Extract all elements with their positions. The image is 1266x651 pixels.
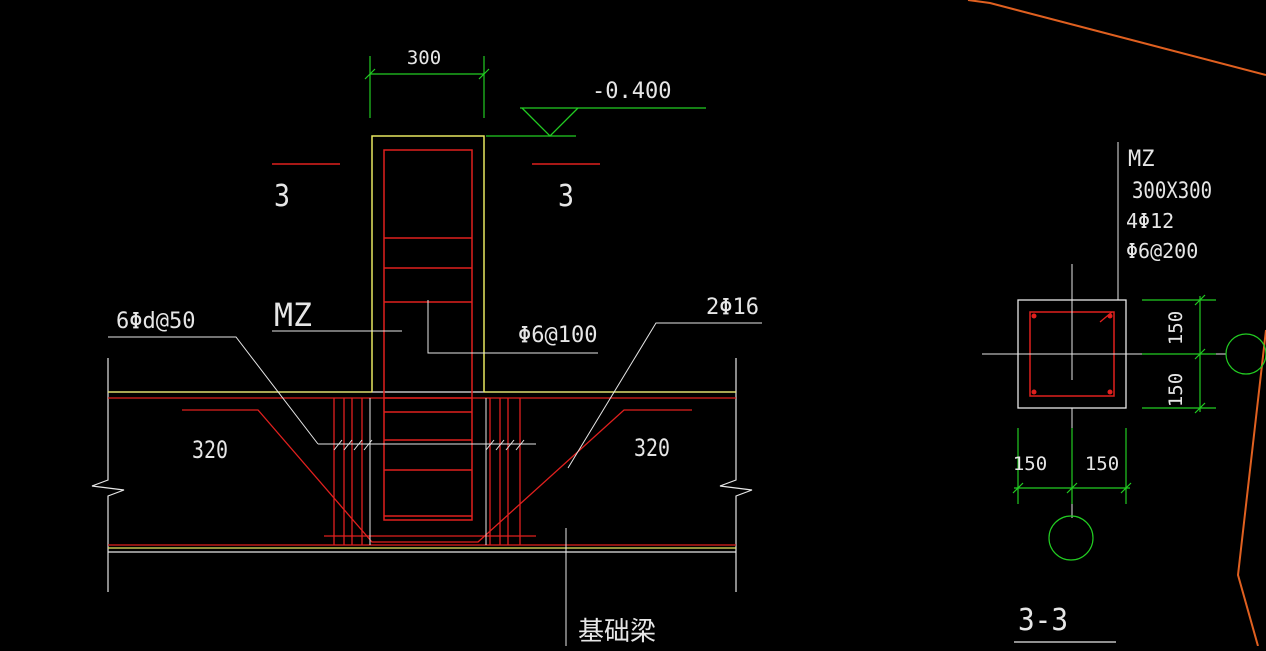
section-mark-left: 3 [274, 179, 290, 214]
column-stirrup-label: Φ6@100 [518, 323, 597, 348]
section-33-dim-bottom-right: 150 [1085, 453, 1119, 475]
section-33-main-bars: 4Φ12 [1126, 209, 1174, 233]
section-33-bars [1031, 313, 1113, 395]
beam-outline [91, 358, 753, 592]
section-33-dim-bottom-left: 150 [1013, 453, 1047, 475]
beam-rebar-white [369, 398, 487, 545]
sheet-border-line [967, 0, 1266, 76]
section-33-name: MZ [1128, 147, 1155, 172]
anchor-length-right: 320 [634, 434, 670, 462]
column-name-label: MZ [274, 296, 312, 334]
beam-stirrup-label: 6Φd@50 [116, 309, 195, 334]
column-outline [371, 135, 485, 392]
elevation-label: -0.400 [592, 79, 671, 104]
elevation-symbol [486, 107, 706, 137]
section-33-dim-right-bottom: 150 [1165, 373, 1187, 407]
leader-lines [108, 300, 762, 646]
beam-yellow-lines [108, 391, 736, 549]
section-33-dim-right-top: 150 [1165, 311, 1187, 345]
sheet-border-line-right [1236, 329, 1266, 647]
beam-rebar [108, 397, 736, 546]
beam-bottom-bars-label: 2Φ16 [706, 295, 759, 320]
section-33-stirrup: Φ6@200 [1126, 239, 1198, 263]
column-width-dimension [364, 56, 490, 118]
section-33-size: 300X300 [1132, 179, 1212, 204]
section-33-title: 3-3 [1018, 603, 1068, 638]
column-width-label: 300 [407, 47, 441, 69]
foundation-beam-label: 基础梁 [578, 617, 656, 646]
section-mark-right: 3 [558, 179, 574, 214]
anchor-length-left: 320 [192, 436, 228, 464]
section-33-detail: MZ 300X300 4Φ12 Φ6@200 150 150 [982, 142, 1266, 643]
